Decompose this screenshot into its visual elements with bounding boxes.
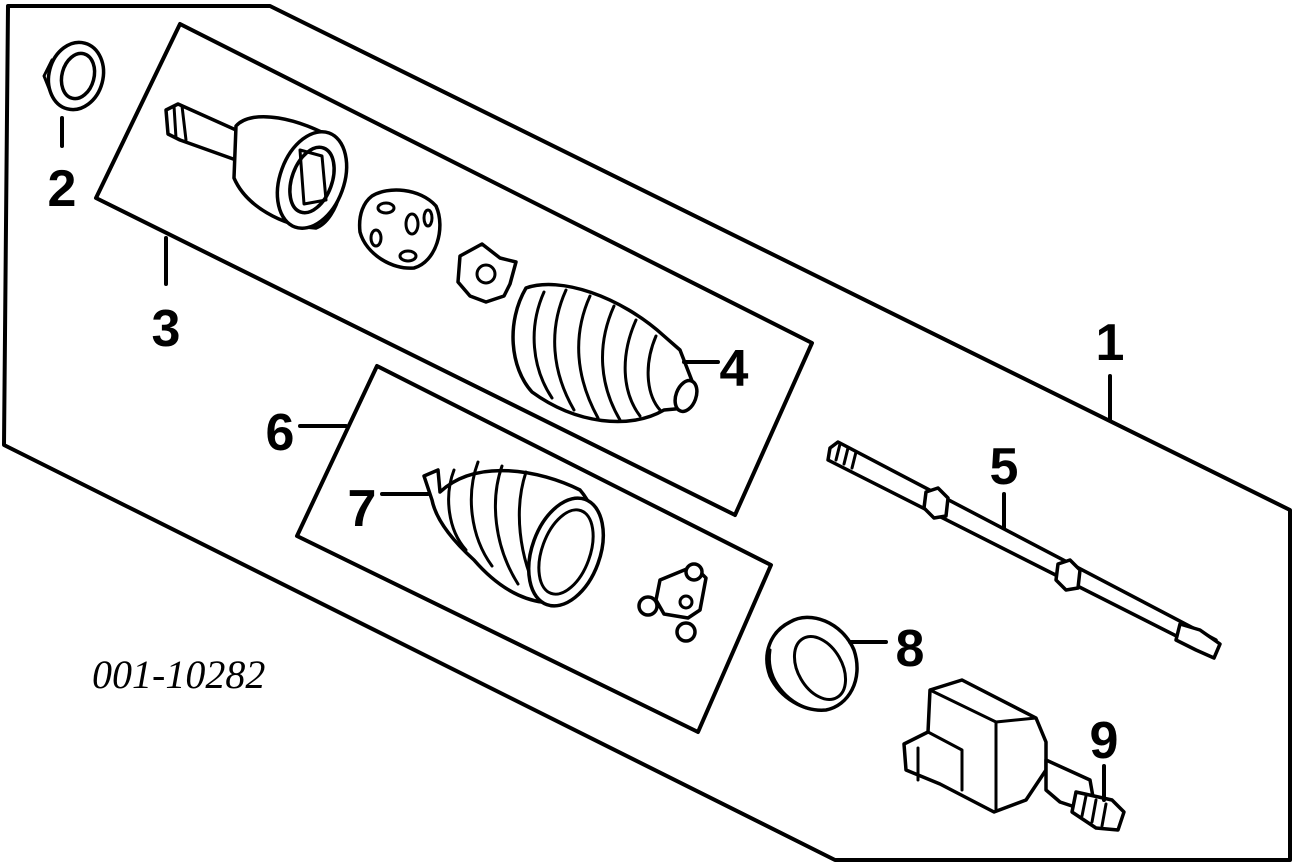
callout-3: 3	[152, 300, 181, 358]
diagram-reference-code: 001-10282	[92, 652, 265, 697]
callout-1: 1	[1096, 314, 1125, 372]
outer-cv-joint-part	[164, 102, 349, 230]
inner-boot-kit-box	[295, 364, 773, 734]
joint-cage-part	[357, 188, 442, 270]
callout-2: 2	[48, 160, 77, 218]
dust-seal-part	[765, 615, 859, 712]
tripod-part	[637, 562, 708, 643]
outer-boot-part	[511, 282, 699, 424]
inner-race-part	[456, 242, 518, 304]
seal-ring-part	[42, 40, 106, 112]
outer-joint-kit-box	[94, 22, 814, 517]
inner-boot-part	[422, 460, 606, 608]
callout-4: 4	[720, 340, 749, 398]
inner-joint-housing-part	[902, 678, 1126, 832]
callout-6: 6	[266, 404, 295, 462]
callout-9: 9	[1090, 712, 1119, 770]
intermediate-shaft-part	[826, 440, 1222, 660]
callout-5: 5	[990, 438, 1019, 496]
callout-8: 8	[896, 620, 925, 678]
callout-7: 7	[348, 480, 377, 538]
assembly-outline	[2, 4, 1292, 862]
